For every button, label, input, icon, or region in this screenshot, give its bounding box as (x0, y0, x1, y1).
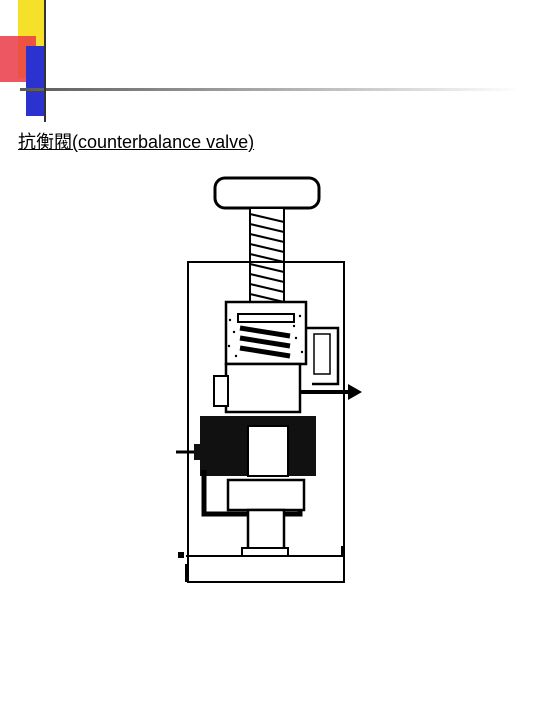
valve-body-outline (187, 261, 345, 583)
piston-base (241, 547, 289, 557)
slide-title: 抗衡閥(counterbalance valve) (18, 132, 255, 152)
piston-stem (246, 508, 286, 552)
spring-retainer (237, 313, 295, 323)
decor-blue-block (26, 46, 46, 116)
spring-chamber-stipple (227, 314, 304, 358)
upper-spool (224, 362, 302, 414)
decor-vertical-rule (44, 0, 46, 122)
adjusting-knob (213, 176, 321, 210)
left-port-plug (213, 375, 229, 407)
inlet-port (176, 444, 208, 460)
bottom-pilot-line (186, 546, 343, 557)
decor-horizontal-rule (20, 88, 520, 91)
main-spool (247, 425, 289, 477)
outlet-arrow (300, 384, 362, 400)
spring (239, 325, 291, 359)
counterbalance-valve-diagram (176, 176, 362, 583)
pilot-passage-right (306, 326, 340, 386)
lower-spool-land (226, 478, 306, 512)
